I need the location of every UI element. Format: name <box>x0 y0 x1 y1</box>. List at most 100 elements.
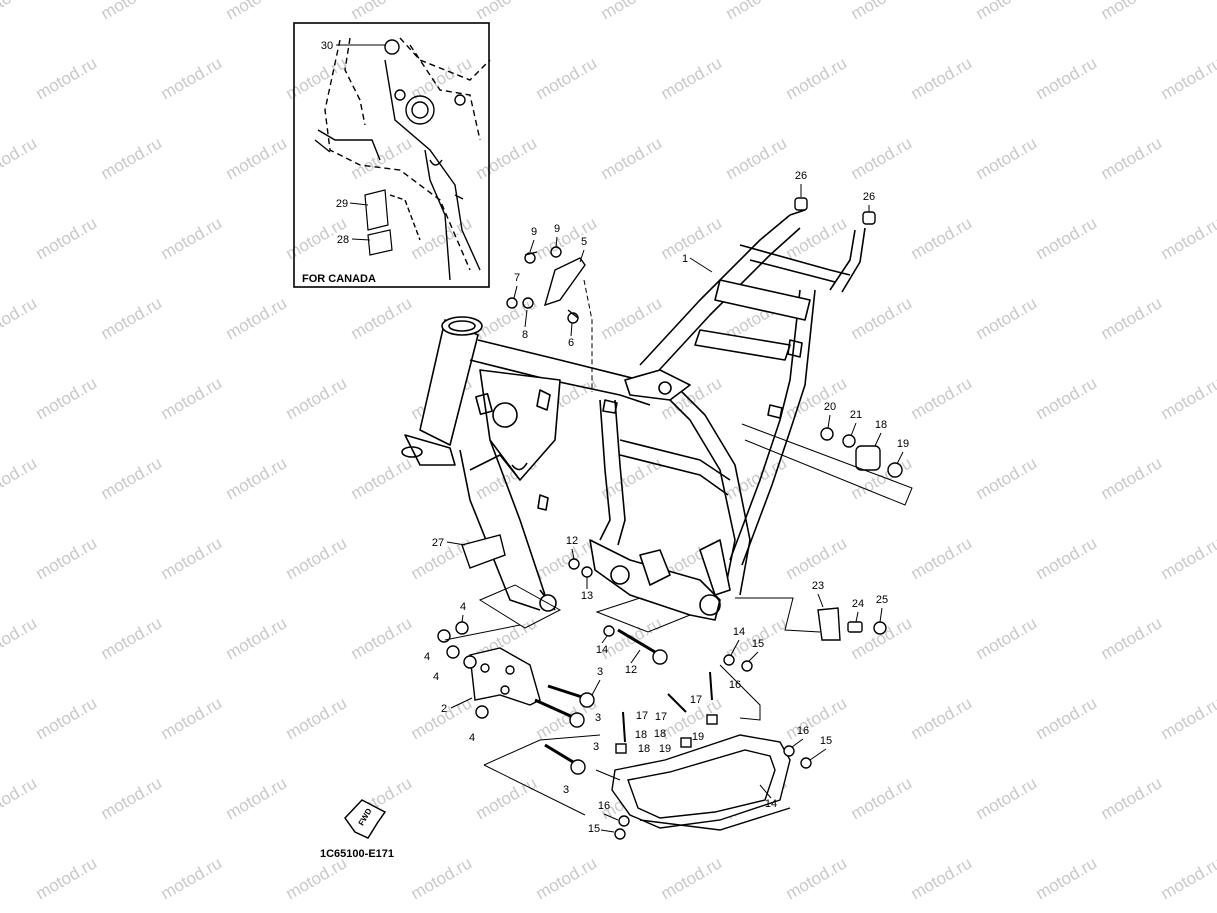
callout-17c: 18 <box>654 728 666 740</box>
watermark-text: motod.ru <box>1033 533 1101 583</box>
watermark-text: motod.ru <box>973 0 1041 23</box>
callout-14c: 15 <box>588 823 600 835</box>
callout-6: 6 <box>568 337 574 349</box>
callout-4c: 4 <box>433 671 439 683</box>
watermark-text: motod.ru <box>723 0 791 23</box>
callout-26b: 26 <box>863 191 875 203</box>
watermark-text: motod.ru <box>658 853 726 903</box>
callout-13: 14 <box>765 798 777 810</box>
watermark-text: motod.ru <box>33 213 101 263</box>
watermark-text: motod.ru <box>98 0 166 23</box>
watermark-text: motod.ru <box>1033 53 1101 103</box>
watermark-text: motod.ru <box>908 853 976 903</box>
fwd-arrow-icon: FWD <box>344 799 387 839</box>
callout-3b: 3 <box>595 712 601 724</box>
watermark-text: motod.ru <box>658 53 726 103</box>
watermark-text: motod.ru <box>158 213 226 263</box>
watermark-text: motod.ru <box>908 53 976 103</box>
callout-2: 2 <box>441 703 447 715</box>
callout-22: 21 <box>850 409 862 421</box>
watermark-text: motod.ru <box>1158 533 1217 583</box>
leader-lines <box>336 44 904 833</box>
callout-23: 23 <box>812 580 824 592</box>
watermark-text: motod.ru <box>0 0 40 23</box>
watermark-text: motod.ru <box>973 293 1041 343</box>
watermark-text: motod.ru <box>98 133 166 183</box>
watermark-text: motod.ru <box>98 453 166 503</box>
watermark-text: motod.ru <box>908 533 976 583</box>
watermark-text: motod.ru <box>1158 373 1217 423</box>
callout-29: 28 <box>337 234 349 246</box>
watermark-text: motod.ru <box>223 293 291 343</box>
watermark-text: motod.ru <box>283 53 351 103</box>
watermark-text: motod.ru <box>408 853 476 903</box>
callout-14a: 14 <box>733 626 745 638</box>
watermark-text: motod.ru <box>0 773 40 823</box>
callout-24: 24 <box>852 598 864 610</box>
callout-10: 12 <box>625 664 637 676</box>
callout-19: 18 <box>875 419 887 431</box>
callout-labels: 30 29 28 9 9 5 7 8 6 1 26 26 20 21 18 19… <box>321 40 909 835</box>
callout-30: 29 <box>336 198 348 210</box>
watermark-text: motod.ru <box>223 453 291 503</box>
watermark-text: motod.ru <box>1098 293 1166 343</box>
watermark-text: motod.ru <box>723 133 791 183</box>
watermark-text: motod.ru <box>1033 853 1101 903</box>
watermark-text: motod.ru <box>1098 0 1166 23</box>
watermark-text: motod.ru <box>1098 453 1166 503</box>
watermark-text: motod.ru <box>33 53 101 103</box>
watermark-text: motod.ru <box>783 53 851 103</box>
watermark-text: motod.ru <box>158 853 226 903</box>
watermark-text: motod.ru <box>223 0 291 23</box>
callout-3a: 3 <box>597 666 603 678</box>
callout-27: 27 <box>432 537 444 549</box>
callout-15a: 15 <box>752 638 764 650</box>
watermark-text: motod.ru <box>33 853 101 903</box>
watermark-text: motod.ru <box>783 853 851 903</box>
watermark-text: motod.ru <box>598 293 666 343</box>
watermark-text: motod.ru <box>848 0 916 23</box>
watermark-text: motod.ru <box>0 133 40 183</box>
callout-28: 30 <box>321 40 333 52</box>
watermark-text: motod.ru <box>783 693 851 743</box>
watermark-text: motod.ru <box>1098 133 1166 183</box>
callout-26a: 26 <box>795 170 807 182</box>
inset-frame <box>293 22 490 288</box>
watermark-text: motod.ru <box>1158 853 1217 903</box>
watermark-text: motod.ru <box>1098 613 1166 663</box>
inset-for-canada <box>293 22 491 288</box>
watermark-text: motod.ru <box>283 853 351 903</box>
callout-14b: 15 <box>820 735 832 747</box>
watermark-text: motod.ru <box>473 0 541 23</box>
callout-4d: 4 <box>469 732 475 744</box>
watermark-text: motod.ru <box>408 213 476 263</box>
watermark-text: motod.ru <box>783 373 851 423</box>
watermark-text: motod.ru <box>598 0 666 23</box>
callout-8: 8 <box>522 329 528 341</box>
watermark-text: motod.ru <box>33 693 101 743</box>
watermark-text: motod.ru <box>223 133 291 183</box>
callout-5: 5 <box>581 236 587 248</box>
watermark-text: motod.ru <box>348 0 416 23</box>
watermark-text: motod.ru <box>973 133 1041 183</box>
watermark-text: motod.ru <box>98 613 166 663</box>
callout-16b: 17 <box>636 710 648 722</box>
callout-18c: 19 <box>659 743 671 755</box>
watermark-text: motod.ru <box>158 53 226 103</box>
callout-3d: 3 <box>563 784 569 796</box>
watermark-text: motod.ru <box>223 773 291 823</box>
watermark-text: motod.ru <box>158 693 226 743</box>
watermark-text: motod.ru <box>348 453 416 503</box>
watermark-text: motod.ru <box>223 613 291 663</box>
watermark-text: motod.ru <box>158 533 226 583</box>
callout-4a: 4 <box>460 601 466 613</box>
callout-7: 7 <box>514 272 520 284</box>
watermark-text: motod.ru <box>348 133 416 183</box>
watermark-text: motod.ru <box>533 213 601 263</box>
callout-11: 12 <box>566 535 578 547</box>
watermark-text: motod.ru <box>0 613 40 663</box>
watermark-text: motod.ru <box>283 533 351 583</box>
watermark-text: motod.ru <box>283 693 351 743</box>
callout-17a: 17 <box>690 694 702 706</box>
watermark-text: motod.ru <box>0 293 40 343</box>
